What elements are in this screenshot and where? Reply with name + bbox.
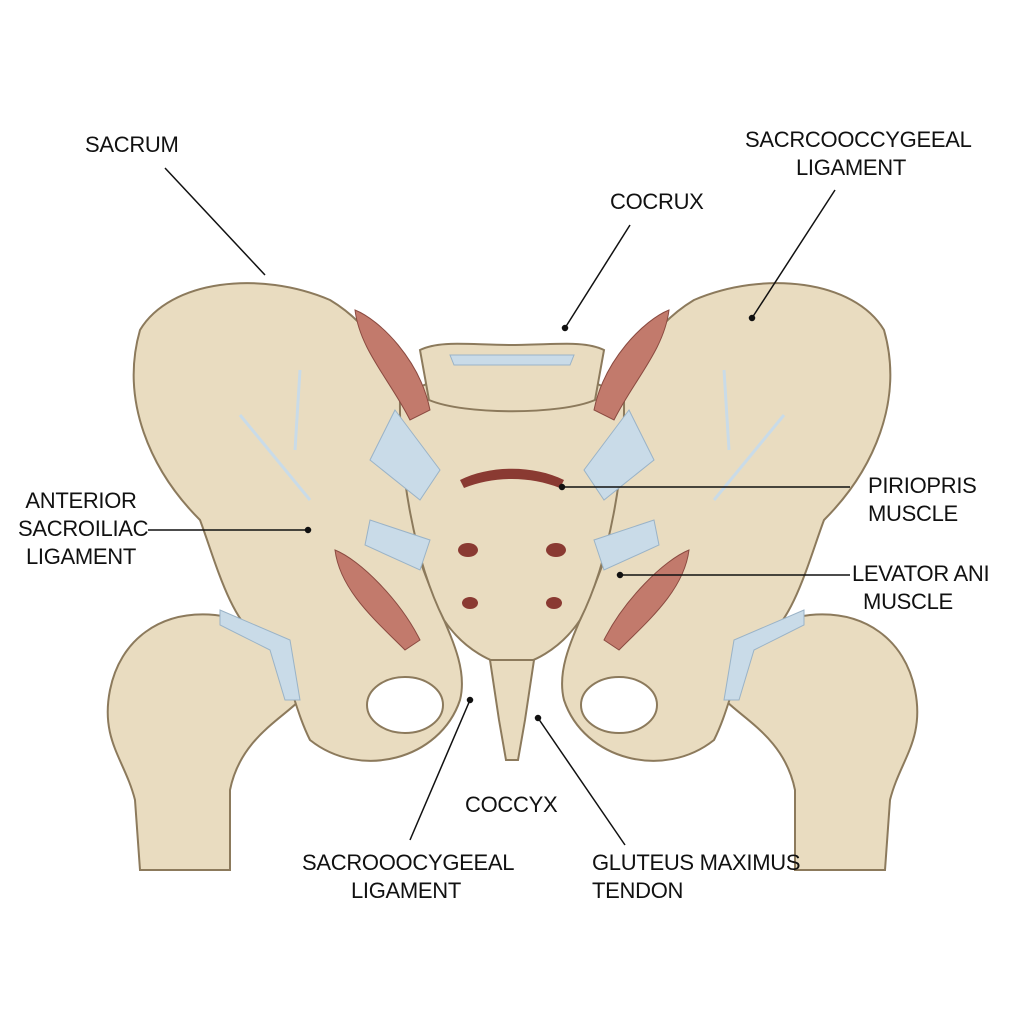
- label-cocrux: COCRUX: [610, 189, 704, 214]
- cocrux-leader: [564, 224, 631, 329]
- right-ilium: [561, 282, 892, 762]
- label-coccyx: COCCYX: [465, 792, 558, 817]
- label-line: SACROOOCYGEEAL: [302, 850, 515, 875]
- label-line: LEVATOR ANI: [852, 561, 990, 586]
- label-line: SACRCOOCCYGEEAL: [745, 127, 972, 152]
- label-piriopris-muscle: PIRIOPRIS MUSCLE: [868, 472, 977, 528]
- label-line: GLUTEUS MAXIMUS: [592, 850, 801, 875]
- label-line: MUSCLE: [868, 501, 958, 526]
- label-line: TENDON: [592, 878, 684, 903]
- label-line: SACROILIAC: [18, 516, 149, 541]
- sacrcooccygeeal-leader: [751, 189, 836, 319]
- sacrooocygeeal-leader: [409, 699, 471, 841]
- label-sacrooocygeeal-ligament: SACROOOCYGEEAL LIGAMENT: [302, 849, 515, 905]
- label-line: LIGAMENT: [795, 155, 907, 180]
- right-femur: [723, 613, 919, 871]
- label-line: LIGAMENT: [350, 878, 462, 903]
- label-sacrcooccygeeal-ligament: SACRCOOCCYGEEAL LIGAMENT: [745, 126, 972, 182]
- gluteus-leader: [537, 717, 626, 846]
- right-piriformis-muscle: [593, 309, 670, 421]
- label-line: LIGAMENT: [25, 544, 137, 569]
- label-line: ANTERIOR: [25, 488, 137, 513]
- left-piriformis-muscle: [354, 309, 431, 421]
- label-anterior-sacroiliac-ligament: ANTERIOR SACROILIAC LIGAMENT: [18, 487, 149, 571]
- coccyx-bone: [488, 659, 536, 761]
- label-line: MUSCLE: [863, 589, 953, 614]
- vertebra: [418, 342, 606, 413]
- label-levator-ani-muscle: LEVATOR ANI MUSCLE: [852, 560, 990, 616]
- left-ilium: [132, 282, 463, 762]
- sacrum-leader: [164, 167, 266, 276]
- label-gluteus-maximus-tendon: GLUTEUS MAXIMUS TENDON: [592, 849, 801, 905]
- label-line: PIRIOPRIS: [868, 473, 977, 498]
- left-levator-muscle: [334, 549, 421, 651]
- label-sacrum: SACRUM: [85, 132, 179, 157]
